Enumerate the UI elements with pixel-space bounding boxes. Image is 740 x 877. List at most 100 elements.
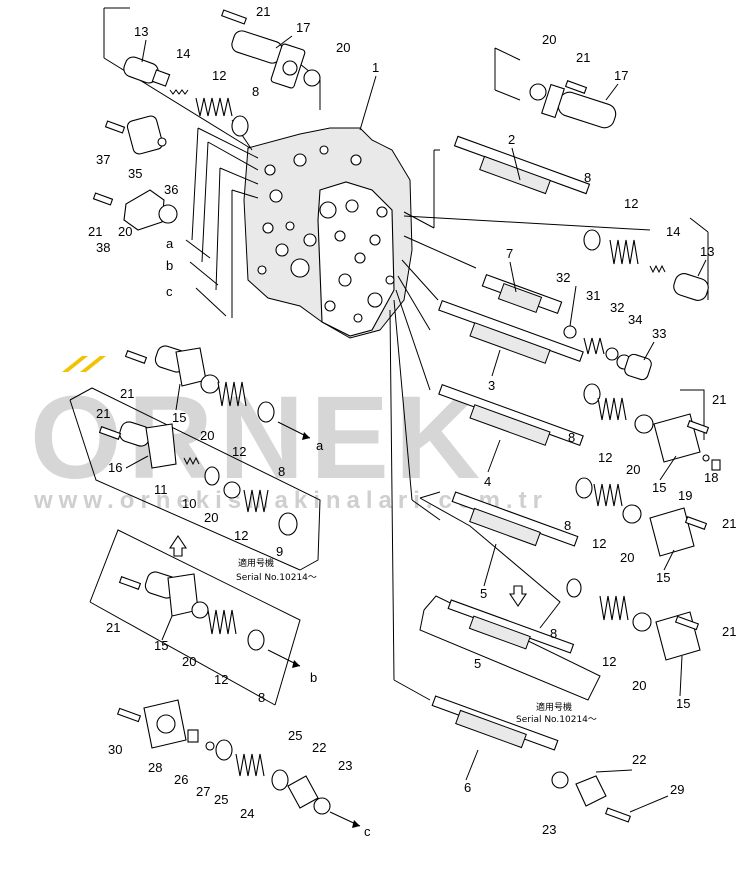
spring-31 bbox=[583, 337, 605, 355]
callout-5: 5 bbox=[480, 586, 487, 601]
ring-10 bbox=[204, 466, 220, 486]
callout-20-b: 20 bbox=[542, 32, 556, 47]
valve-body bbox=[243, 127, 413, 339]
serial-note-left-serial: Serial No.10214～ bbox=[236, 573, 317, 583]
oring-20-left-3 bbox=[191, 601, 209, 619]
callout-18: 18 bbox=[704, 470, 718, 485]
callout-5-b: 5 bbox=[474, 656, 481, 671]
callout-30: 30 bbox=[108, 742, 122, 757]
cover-17-top bbox=[231, 30, 306, 89]
callout-12-e: 12 bbox=[602, 654, 616, 669]
callout-37: 37 bbox=[96, 152, 110, 167]
serial-group-box-right bbox=[419, 491, 601, 701]
callout-15-d: 15 bbox=[154, 638, 168, 653]
arrow-down bbox=[508, 585, 528, 607]
spool-7 bbox=[481, 273, 563, 315]
callout-14-b: 14 bbox=[666, 224, 680, 239]
callout-8-a: 8 bbox=[252, 84, 259, 99]
callout-15-c: 15 bbox=[656, 570, 670, 585]
callout-38: 38 bbox=[96, 240, 110, 255]
callout-1: 1 bbox=[372, 60, 379, 75]
oring-36 bbox=[157, 137, 167, 147]
callout-34: 34 bbox=[628, 312, 642, 327]
callout-4: 4 bbox=[484, 474, 491, 489]
callout-33: 33 bbox=[652, 326, 666, 341]
callout-23-b: 23 bbox=[542, 822, 556, 837]
connector-label-c-top: c bbox=[166, 284, 173, 299]
connector-label-b-top: b bbox=[166, 258, 173, 273]
callout-20-g: 20 bbox=[626, 462, 640, 477]
serial-group-box-left bbox=[69, 387, 321, 706]
plug-9 bbox=[278, 512, 298, 536]
plate-22-right bbox=[575, 775, 607, 807]
callout-21-h: 21 bbox=[722, 516, 736, 531]
callout-20-f: 20 bbox=[182, 654, 196, 669]
cover-15-mid-2 bbox=[649, 507, 695, 557]
spring-12-left-1 bbox=[217, 381, 247, 407]
bolt-21-left bbox=[92, 192, 114, 206]
cover-38 bbox=[123, 189, 165, 231]
ring-32-b bbox=[605, 347, 619, 361]
oring-20-left-1 bbox=[200, 374, 220, 394]
callout-12-g: 12 bbox=[234, 528, 248, 543]
callout-12-b: 12 bbox=[624, 196, 638, 211]
connector-arrows bbox=[267, 421, 361, 828]
ring-8-lower-right bbox=[566, 578, 582, 598]
spool-3 bbox=[438, 299, 584, 364]
callout-6: 6 bbox=[464, 780, 471, 795]
bolt-21-left-1 bbox=[124, 350, 148, 364]
bolt-21-mid-2 bbox=[684, 516, 708, 530]
callout-27: 27 bbox=[196, 784, 210, 799]
spring-24 bbox=[235, 753, 265, 777]
callout-20-d: 20 bbox=[200, 428, 214, 443]
callout-36: 36 bbox=[164, 182, 178, 197]
callout-21-d: 21 bbox=[120, 386, 134, 401]
oring-20-mid-2 bbox=[622, 504, 642, 524]
watermark-accent-mark bbox=[62, 356, 88, 372]
spool-6 bbox=[431, 695, 559, 751]
spring-11 bbox=[183, 456, 200, 466]
callout-21-b: 21 bbox=[576, 50, 590, 65]
callout-25-a: 25 bbox=[288, 728, 302, 743]
callout-11: 11 bbox=[154, 482, 168, 497]
cover-15-left-1 bbox=[154, 345, 207, 387]
callout-13-a: 13 bbox=[134, 24, 148, 39]
callout-8-d: 8 bbox=[564, 518, 571, 533]
spring-12-mid-2 bbox=[593, 483, 623, 507]
plug-13-top-left bbox=[123, 56, 171, 87]
callout-22-a: 22 bbox=[312, 740, 326, 755]
ring-25-b bbox=[271, 769, 289, 791]
arrow-up bbox=[168, 535, 188, 557]
callout-20-a: 20 bbox=[336, 40, 350, 55]
oring-20-top bbox=[303, 69, 321, 87]
oring-20-mid-1 bbox=[634, 414, 654, 434]
bolt-29 bbox=[604, 807, 632, 823]
spring-12-mid-1 bbox=[597, 397, 627, 421]
callout-17-a: 17 bbox=[296, 20, 310, 35]
callout-15-e: 15 bbox=[676, 696, 690, 711]
callout-21-g: 21 bbox=[712, 392, 726, 407]
callout-8-c: 8 bbox=[568, 430, 575, 445]
cover-17-right bbox=[541, 83, 617, 129]
callout-20-h: 20 bbox=[620, 550, 634, 565]
callout-13-b: 13 bbox=[700, 244, 714, 259]
callout-9: 9 bbox=[276, 544, 283, 559]
callout-20-c: 20 bbox=[118, 224, 132, 239]
callout-23-a: 23 bbox=[338, 758, 352, 773]
callout-24: 24 bbox=[240, 806, 254, 821]
spring-12-upper-right bbox=[609, 239, 639, 265]
serial-note-left-top: 適用号機 bbox=[238, 557, 274, 569]
plug-18 bbox=[711, 459, 721, 471]
callout-35: 35 bbox=[128, 166, 142, 181]
connector-label-a: a bbox=[316, 438, 324, 453]
callout-26: 26 bbox=[174, 772, 188, 787]
connector-label-c: c bbox=[364, 824, 371, 839]
callout-21-f: 21 bbox=[106, 620, 120, 635]
spring-12-lower-right bbox=[599, 595, 629, 621]
callout-32-b: 32 bbox=[610, 300, 624, 315]
spool-5-b bbox=[447, 599, 575, 654]
ring-8-upper-right bbox=[583, 229, 601, 251]
callout-28: 28 bbox=[148, 760, 162, 775]
callout-17-b: 17 bbox=[614, 68, 628, 83]
